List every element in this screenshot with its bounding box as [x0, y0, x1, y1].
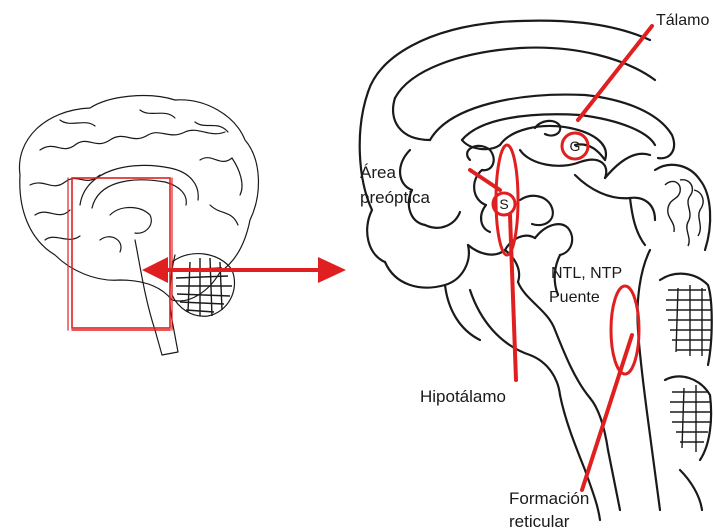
brain-overview-thumbnail	[19, 96, 258, 355]
thalamus-pointer	[578, 26, 652, 120]
marker-s-label: S	[499, 196, 508, 212]
label-preoptic-line2: preóptica	[360, 188, 430, 207]
marker-g-label: G	[570, 138, 581, 154]
label-pons: Puente	[549, 289, 600, 306]
label-reticular-line1: Formación	[509, 489, 589, 508]
brain-zoomed-section	[360, 21, 712, 520]
label-reticular-line2: reticular	[509, 512, 570, 531]
marker-g: G	[562, 133, 588, 159]
label-thalamus: Tálamo	[656, 12, 709, 29]
label-preoptic-line1: Área	[360, 163, 396, 182]
label-hypothalamus: Hipotálamo	[420, 387, 506, 406]
label-ntl-ntp: NTL, NTP	[551, 265, 622, 282]
